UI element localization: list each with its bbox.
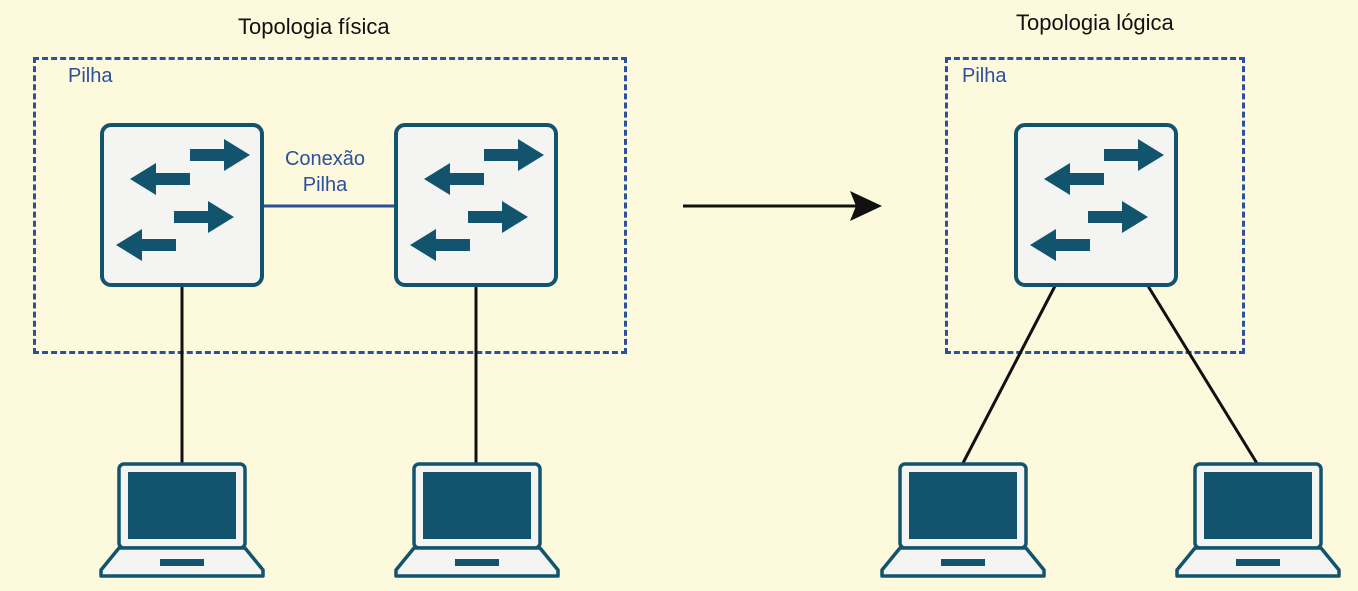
logical-topology-title: Topologia lógica [1016, 10, 1174, 35]
logical-stack-box [945, 57, 1245, 354]
laptop-icon [394, 462, 560, 578]
physical-stack-label: Pilha [68, 65, 113, 87]
laptop-icon [99, 462, 265, 578]
laptop-icon [880, 462, 1046, 578]
physical-topology-title: Topologia física [238, 14, 390, 39]
stack-connection-label-line2: Pilha [302, 174, 348, 196]
physical-stack-box [33, 57, 627, 354]
switch-icon [394, 123, 558, 287]
stack-connection-label-line1: Conexão [284, 148, 366, 170]
link-logical-switch-laptop4 [1146, 285, 1260, 466]
laptop-icon [1175, 462, 1341, 578]
switch-icon [100, 123, 264, 287]
logical-stack-label: Pilha [962, 65, 1007, 87]
switch-icon [1014, 123, 1178, 287]
arrow-right-icon [683, 191, 882, 221]
link-logical-switch-laptop3 [960, 285, 1057, 466]
stack-connection-label: Conexão Pilha [270, 146, 380, 198]
